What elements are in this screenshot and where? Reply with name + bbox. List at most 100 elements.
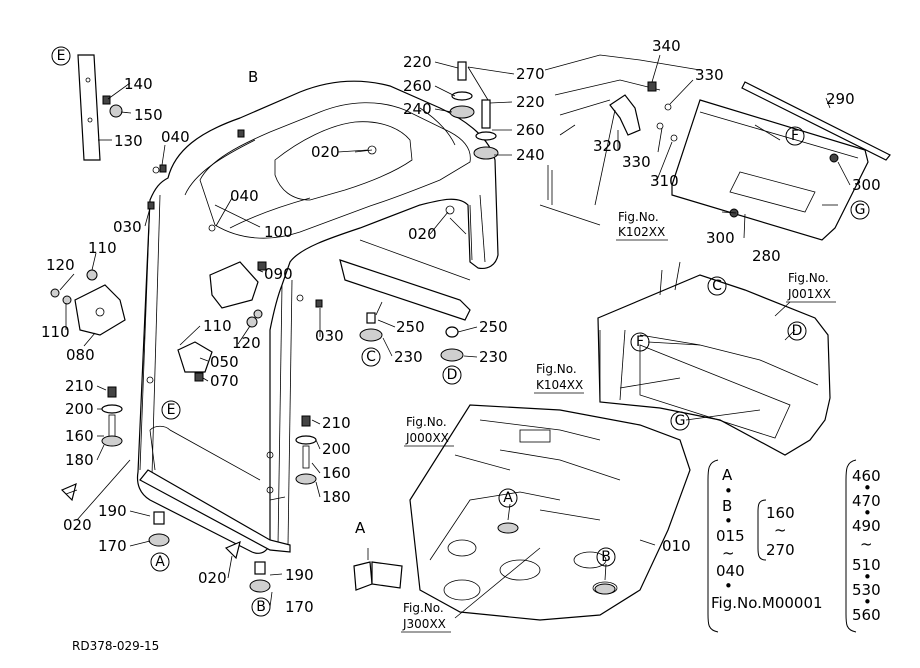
part-label-270: 270 [516,65,545,83]
callout-a-circle-2 [498,488,518,508]
figref-j300: J300XX [402,617,446,631]
figref-k104-label: Fig.No. [536,362,577,376]
part-label-170-a: 170 [98,537,127,555]
part-label-200-a: 200 [65,400,94,418]
part-label-230-b: 230 [479,348,508,366]
part-label-180-a: 180 [65,451,94,469]
legend-dot-1: • [724,482,733,500]
callout-e-mid: E [167,402,176,418]
legend-right-dot-4: • [863,593,872,611]
part-label-170-b: 170 [285,598,314,616]
callout-d-right: D [792,323,803,339]
part-label-040-a: 040 [161,128,190,146]
legend-a: A [722,466,733,484]
part-label-190-b: 190 [285,566,314,584]
part-label-250-a: 250 [396,318,425,336]
part-label-010: 010 [662,537,691,555]
part-label-120-a: 120 [46,256,75,274]
legend-015: 015 [716,527,745,545]
part-label-160-b: 160 [322,464,351,482]
part-label-300-a: 300 [852,176,881,194]
manual-book-icon [353,548,403,591]
part-label-200-b: 200 [322,440,351,458]
legend-b: B [722,497,732,515]
figure-references: Fig.No. K102XX Fig.No. J001XX Fig.No. K1… [401,210,836,633]
figref-k104: K104XX [536,378,583,392]
part-label-050: 050 [210,353,239,371]
part-label-110-b: 110 [41,323,70,341]
legend-right-470: 470 [852,492,881,510]
callout-c-circle-2 [707,276,727,296]
part-label-220-b: 220 [516,93,545,111]
part-label-230-a: 230 [394,348,423,366]
callout-f-top: F [791,128,799,144]
part-label-140: 140 [124,75,153,93]
part-label-210-a: 210 [65,377,94,395]
part-label-090: 090 [264,265,293,283]
canopy-roof [136,80,499,554]
left-side-parts [50,54,323,593]
part-label-240-b: 240 [516,146,545,164]
part-label-250-b: 250 [479,318,508,336]
part-label-180-b: 180 [322,488,351,506]
figref-j000: J000XX [405,431,449,445]
part-label-340: 340 [652,37,681,55]
part-label-310: 310 [650,172,679,190]
part-label-100: 100 [264,223,293,241]
part-label-190-a: 190 [98,502,127,520]
legend-right-530: 530 [852,581,881,599]
part-label-150: 150 [134,106,163,124]
part-label-320: 320 [593,137,622,155]
callout-e-circle-2 [161,400,181,420]
callout-f-right: F [636,334,644,350]
leader-lines [59,54,851,619]
legend-right-dot-2: • [863,504,872,522]
part-label-030-a: 030 [113,218,142,236]
callout-g-circle [850,200,870,220]
legend-270: 270 [766,541,795,559]
legend-right-490: 490 [852,517,881,535]
part-label-020-c: 020 [311,143,340,161]
part-labels: 140 150 130 040 030 040 100 090 110 120 … [41,37,881,616]
part-label-160-a: 160 [65,427,94,445]
rear-cover-panel [539,54,891,241]
callout-d-left: D [447,367,458,383]
legend-fig-m00001: Fig.No.M00001 [711,594,823,612]
legend-tilde-2: ~ [774,521,787,539]
legend-right-dot-3: • [863,568,872,586]
callout-e-top: E [57,48,66,64]
figref-j300-label: Fig.No. [403,601,444,615]
callout-c-left: C [366,349,376,365]
callout-a-right: A [503,490,513,506]
part-label-260-b: 260 [516,121,545,139]
callout-g-top: G [855,202,866,218]
part-label-110-c: 110 [203,317,232,335]
legend-right-dot-1: • [863,479,872,497]
part-label-040-b: 040 [230,187,259,205]
top-mount-parts [359,61,499,362]
callout-b-right: B [601,549,611,565]
callout-f-circle [785,126,805,146]
figref-k102-label: Fig.No. [618,210,659,224]
part-label-020-b: 020 [198,569,227,587]
part-label-130: 130 [114,132,143,150]
drawing-id: RD378-029-15 [72,639,159,653]
legend-right-510: 510 [852,556,881,574]
part-label-220-a: 220 [403,53,432,71]
part-label-110-a: 110 [88,239,117,257]
figref-j000-label: Fig.No. [406,415,447,429]
callout-c-right: C [712,278,722,294]
part-label-330-b: 330 [622,153,651,171]
part-label-290: 290 [826,90,855,108]
figref-j001: J001XX [787,287,831,301]
legend-160: 160 [766,504,795,522]
part-label-210-b: 210 [322,414,351,432]
callout-b-circle [251,597,271,617]
legend-dot-2: • [724,512,733,530]
part-label-280: 280 [752,247,781,265]
part-label-120-b: 120 [232,334,261,352]
part-label-020-a: 020 [63,516,92,534]
machine-frame [409,261,831,621]
part-label-330-a: 330 [695,66,724,84]
